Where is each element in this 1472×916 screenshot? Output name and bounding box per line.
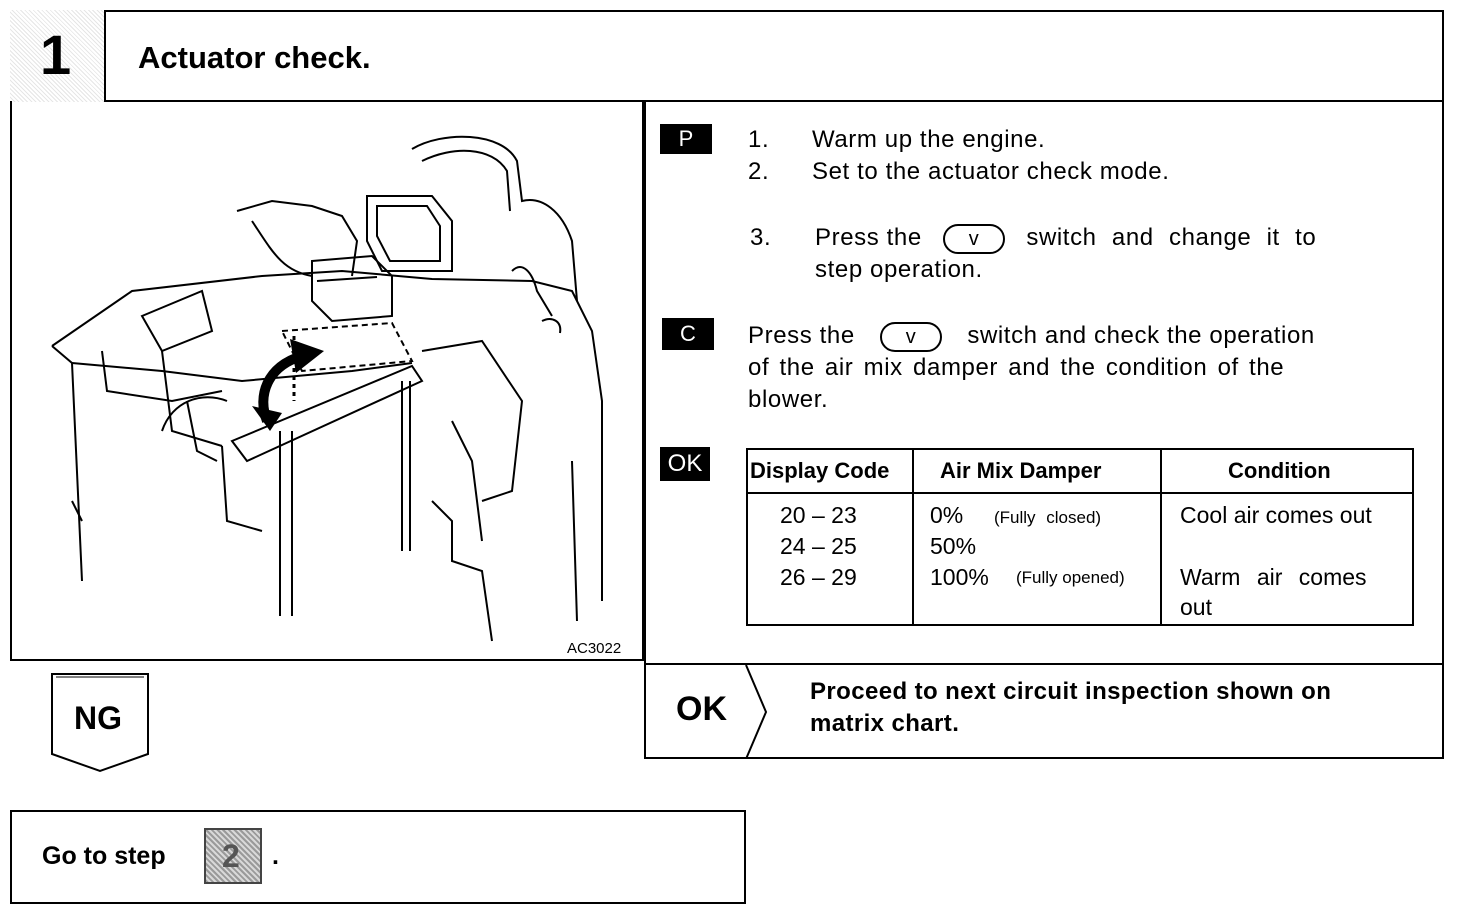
row-3-damper-note: (Fully opened): [1016, 568, 1125, 587]
row-2-damper: 50%: [930, 533, 977, 559]
figure-code: AC3022: [567, 640, 622, 657]
header-air-mix-damper: Air Mix Damper: [940, 458, 1102, 483]
row-1-condition: Cool air comes out: [1180, 502, 1372, 528]
ok-arrow-icon: [745, 665, 768, 759]
row-3-condition: Warm air comes: [1180, 564, 1367, 590]
ok-badge: OK: [660, 447, 710, 481]
row-1-code: 20 – 23: [780, 502, 857, 528]
header-display-code: Display Code: [750, 458, 890, 483]
check-line3: blower.: [748, 386, 829, 413]
down-switch-icon: v: [943, 223, 1006, 254]
ng-badge-icon: [51, 673, 149, 773]
result-table: Display Code Air Mix Damper Condition 20…: [746, 448, 1414, 626]
goto-step-number: 2: [222, 838, 240, 874]
step-number: 1: [40, 23, 72, 86]
row-2-code: 24 – 25: [780, 533, 857, 559]
step-3-before: Press the: [815, 224, 922, 251]
check-after: switch and check the operation: [967, 322, 1315, 349]
row-3-condition-line2: out: [1180, 594, 1212, 620]
illustration-panel: [10, 101, 644, 661]
goto-step-period: .: [272, 842, 279, 870]
row-1-damper: 0%: [930, 502, 964, 528]
ok-result-line1: Proceed to next circuit inspection shown…: [810, 678, 1332, 705]
header-condition: Condition: [1228, 458, 1331, 483]
check-badge: C: [662, 318, 714, 350]
ok-result-label: OK: [676, 690, 727, 728]
step-3-line: Press the v switch and change it to: [815, 222, 1419, 254]
ok-result-text: Proceed to next circuit inspection shown…: [810, 676, 1450, 740]
table-header-rule: [748, 492, 1412, 494]
step-2-text: Set to the actuator check mode.: [812, 158, 1170, 185]
ng-result-label: NG: [74, 700, 122, 736]
down-switch-icon: v: [880, 321, 943, 352]
ok-result-bar: [644, 663, 1444, 759]
table-divider: [912, 450, 914, 626]
goto-step-box: [10, 810, 746, 904]
goto-step-link[interactable]: 2: [204, 828, 262, 884]
instructions-panel: [644, 101, 1444, 665]
check-before: Press the: [748, 322, 855, 349]
actuator-illustration: [51, 135, 603, 642]
procedure-badge: P: [660, 124, 712, 154]
check-line1: Press the v switch and check the operati…: [748, 320, 1418, 352]
page-title: Actuator check.: [138, 40, 371, 75]
step-1-text: Warm up the engine.: [812, 126, 1046, 153]
row-3-code: 26 – 29: [780, 564, 857, 590]
check-line2: of the air mix damper and the condition …: [748, 354, 1285, 381]
ok-result-line2: matrix chart.: [810, 710, 960, 737]
row-1-damper-note: (Fully closed): [994, 508, 1102, 527]
table-divider: [1160, 450, 1162, 626]
goto-step-text: Go to step: [42, 842, 166, 870]
row-3-damper: 100%: [930, 564, 989, 590]
step-3-line2: step operation.: [815, 256, 983, 283]
step-3-after: switch and change it to: [1026, 224, 1317, 251]
step-2-number: 2.: [748, 158, 770, 185]
step-number-box: 1: [10, 10, 106, 102]
step-3-number: 3.: [750, 224, 772, 251]
step-1-number: 1.: [748, 126, 770, 153]
